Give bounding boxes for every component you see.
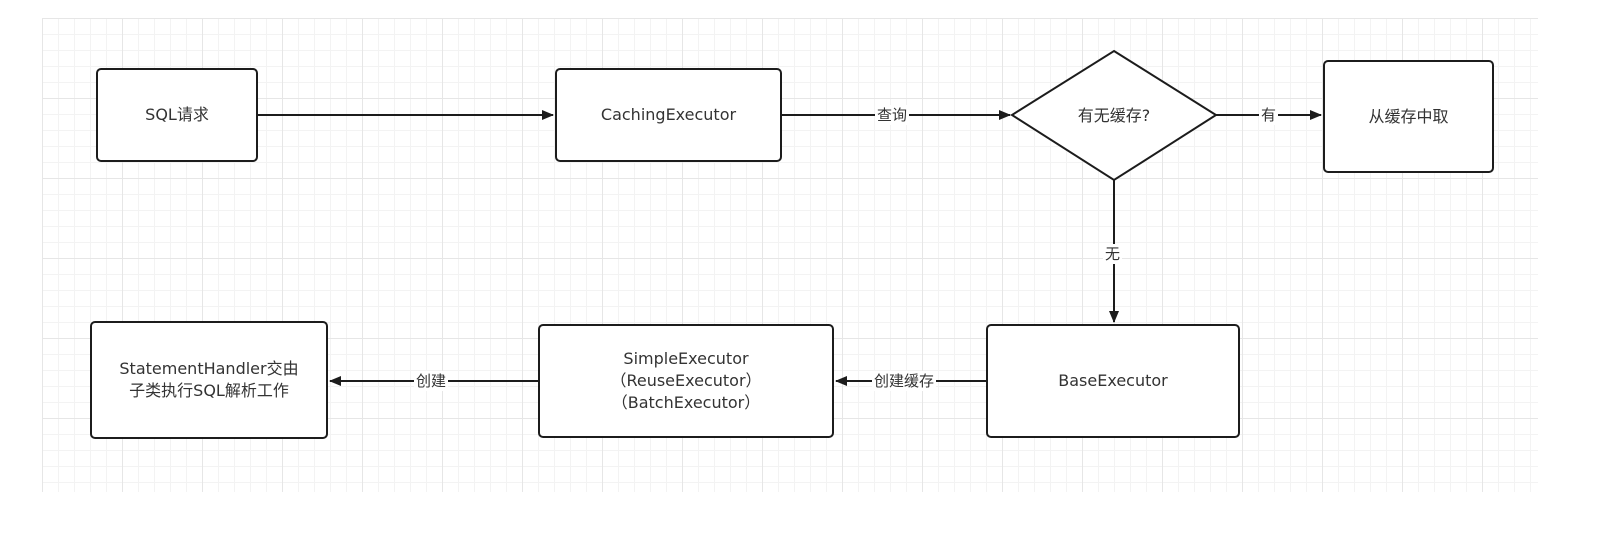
node-base-executor[interactable]: BaseExecutor xyxy=(986,324,1240,438)
edge-label-no: 无 xyxy=(1103,244,1123,264)
decision-has-cache-label: 有无缓存? xyxy=(1077,106,1151,125)
edge-label-create: 创建 xyxy=(414,371,449,391)
node-simple-executor-text: SimpleExecutor （ReuseExecutor） （BatchExe… xyxy=(610,348,761,414)
node-statement-handler-line-2: 子类执行SQL解析工作 xyxy=(129,381,289,400)
edge-label-create-cache: 创建缓存 xyxy=(872,371,937,391)
edge-label-query: 查询 xyxy=(875,105,910,125)
node-statement-handler-text: StatementHandler交由 子类执行SQL解析工作 xyxy=(119,358,298,402)
node-statement-handler-line-1: StatementHandler交由 xyxy=(119,359,299,378)
node-statement-handler[interactable]: StatementHandler交由 子类执行SQL解析工作 xyxy=(90,321,328,439)
node-caching-executor-label: CachingExecutor xyxy=(600,105,737,124)
node-simple-executor-line-3: （BatchExecutor） xyxy=(611,393,761,412)
node-simple-executor-line-1: SimpleExecutor xyxy=(623,349,749,368)
node-sql-request[interactable]: SQL请求 xyxy=(96,68,258,162)
node-from-cache[interactable]: 从缓存中取 xyxy=(1323,60,1494,173)
node-from-cache-label: 从缓存中取 xyxy=(1368,106,1449,126)
node-sql-request-label: SQL请求 xyxy=(145,105,209,124)
node-caching-executor[interactable]: CachingExecutor xyxy=(555,68,782,162)
node-simple-executor-line-2: （ReuseExecutor） xyxy=(610,371,762,390)
node-simple-executor[interactable]: SimpleExecutor （ReuseExecutor） （BatchExe… xyxy=(538,324,834,438)
decision-diamond[interactable] xyxy=(1010,49,1218,182)
node-base-executor-label: BaseExecutor xyxy=(1058,371,1168,390)
edge-label-yes: 有 xyxy=(1259,105,1279,125)
